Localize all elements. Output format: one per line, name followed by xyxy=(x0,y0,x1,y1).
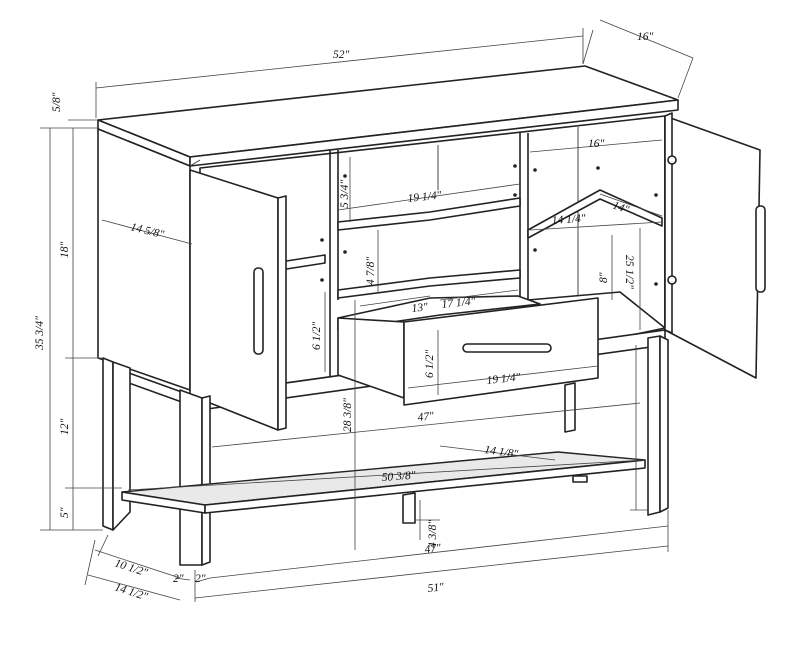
label-stretcher-height: 4 3/8" xyxy=(427,520,439,548)
label-right-cabinet-height: 25 1/2" xyxy=(623,255,635,289)
label-center-height: 28 3/8" xyxy=(342,398,354,432)
label-center-shelf-gap: 5 3/4" xyxy=(339,180,351,208)
label-overall-height: 35 3/4" xyxy=(34,316,46,351)
label-leg-thickness-a: 2" xyxy=(173,573,184,585)
tabletop xyxy=(97,65,679,167)
label-apron-width: 47" xyxy=(417,410,435,424)
label-bottom-shelf-depth: 14 1/8" xyxy=(484,444,519,461)
left-cabinet xyxy=(97,128,201,391)
label-leg-depth-outer: 14 1/2" xyxy=(113,581,149,603)
label-leg-lower: 5" xyxy=(59,507,71,518)
label-right-lower-gap: 8" xyxy=(598,272,610,283)
label-cabinet-height: 18" xyxy=(59,242,71,259)
right-door[interactable] xyxy=(664,112,766,379)
label-right-shelf-width: 14 1/4" xyxy=(551,213,586,227)
label-leg-thickness-b: 2" xyxy=(195,573,206,585)
label-right-shelf-depth: 14" xyxy=(611,200,631,217)
left-door[interactable] xyxy=(189,169,287,431)
label-base-outer-width: 51" xyxy=(427,581,445,595)
label-drawer-depth: 13" xyxy=(411,301,429,315)
dimension-lines xyxy=(40,19,694,602)
label-leg-upper: 12" xyxy=(59,419,71,436)
label-bottom-shelf-width: 50 3/8" xyxy=(381,470,416,484)
label-drawer-side-height: 6 1/2" xyxy=(311,322,323,350)
right-door-handle[interactable] xyxy=(755,205,766,293)
label-drawer-width-inner: 17 1/4" xyxy=(441,295,476,310)
label-drawer-front-width: 19 1/4" xyxy=(486,371,521,386)
label-overall-width: 52" xyxy=(333,49,350,61)
label-right-inner-width: 16" xyxy=(588,138,605,150)
label-leg-depth-inner: 10 1/2" xyxy=(113,557,149,579)
label-base-inner-width: 47" xyxy=(424,542,442,556)
label-center-lower-gap: 4 7/8" xyxy=(365,257,377,285)
drawer-handle[interactable] xyxy=(462,343,552,353)
label-drawer-front-height: 6 1/2" xyxy=(424,350,436,378)
legs xyxy=(102,335,669,566)
drawer[interactable] xyxy=(337,295,599,406)
bottom-shelf xyxy=(121,451,646,514)
label-center-shelf-width: 19 1/4" xyxy=(407,189,442,204)
left-door-handle[interactable] xyxy=(253,267,264,355)
label-top-thickness: 5/8" xyxy=(51,92,63,112)
label-overall-depth: 16" xyxy=(637,31,654,43)
